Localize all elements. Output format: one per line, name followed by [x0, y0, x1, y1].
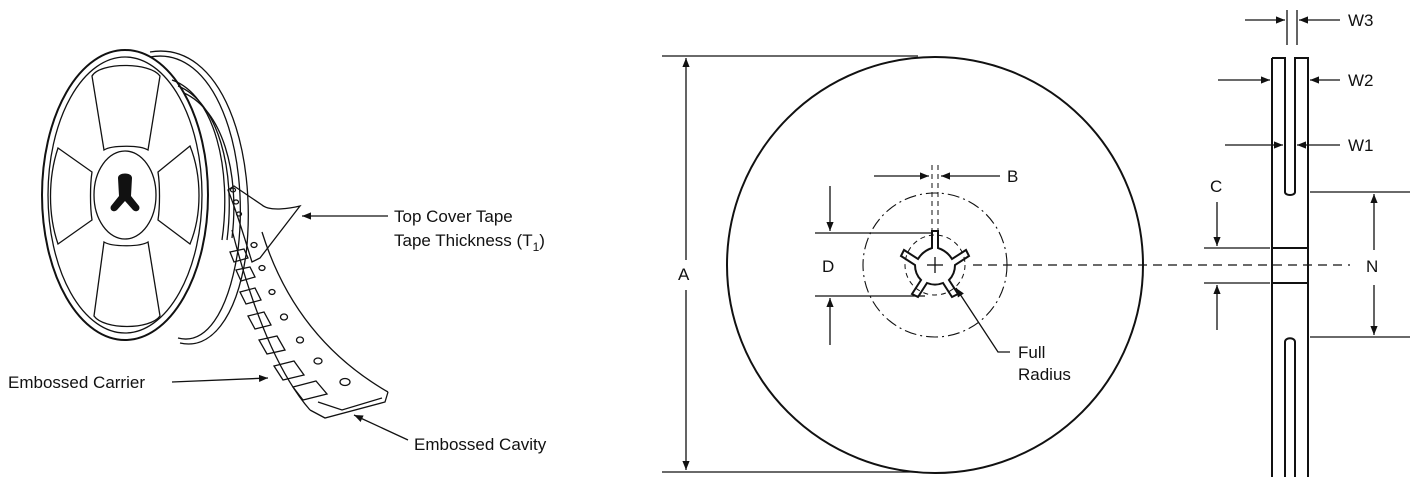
dim-w1-label: W1	[1348, 136, 1374, 155]
tape-thickness-label: Tape Thickness (T1)	[394, 231, 545, 254]
embossed-pockets	[229, 248, 329, 401]
dim-w2-label: W2	[1348, 71, 1374, 90]
embossed-cavity-label: Embossed Cavity	[414, 435, 547, 454]
dim-n-label: N	[1366, 257, 1378, 276]
dim-a-label: A	[678, 265, 690, 284]
dim-c-label: C	[1210, 177, 1222, 196]
side-bottom-slot	[1284, 337, 1296, 477]
hub-key-slot	[110, 173, 140, 212]
full-radius-label-2: Radius	[1018, 365, 1071, 384]
flange-window-right	[157, 144, 200, 246]
arbor-hole-circle	[904, 234, 966, 296]
full-radius-leader	[955, 287, 1010, 353]
flange-window-top	[91, 64, 161, 152]
dim-w3-label: W3	[1348, 11, 1374, 30]
side-flange-left-top	[1272, 57, 1286, 192]
dim-b-label: B	[1007, 167, 1018, 186]
embossed-cavity-leader	[353, 414, 409, 441]
reel-front-flange	[41, 49, 209, 341]
reel-side-view	[1271, 57, 1309, 477]
embossed-carrier-label: Embossed Carrier	[8, 373, 145, 392]
embossed-carrier-leader	[171, 374, 269, 383]
sprocket-holes	[229, 187, 351, 387]
side-flange-right-top	[1294, 57, 1309, 477]
top-cover-tape-label: Top Cover Tape	[394, 207, 513, 226]
reel-hub	[93, 150, 157, 240]
reel-back-flange	[149, 55, 241, 340]
dim-d-label: D	[822, 257, 834, 276]
flange-window-bottom	[93, 240, 161, 328]
key-hole	[899, 230, 971, 299]
flange-window-left	[49, 146, 93, 246]
full-radius-label-1: Full	[1018, 343, 1045, 362]
reel-perspective-view	[41, 49, 389, 419]
